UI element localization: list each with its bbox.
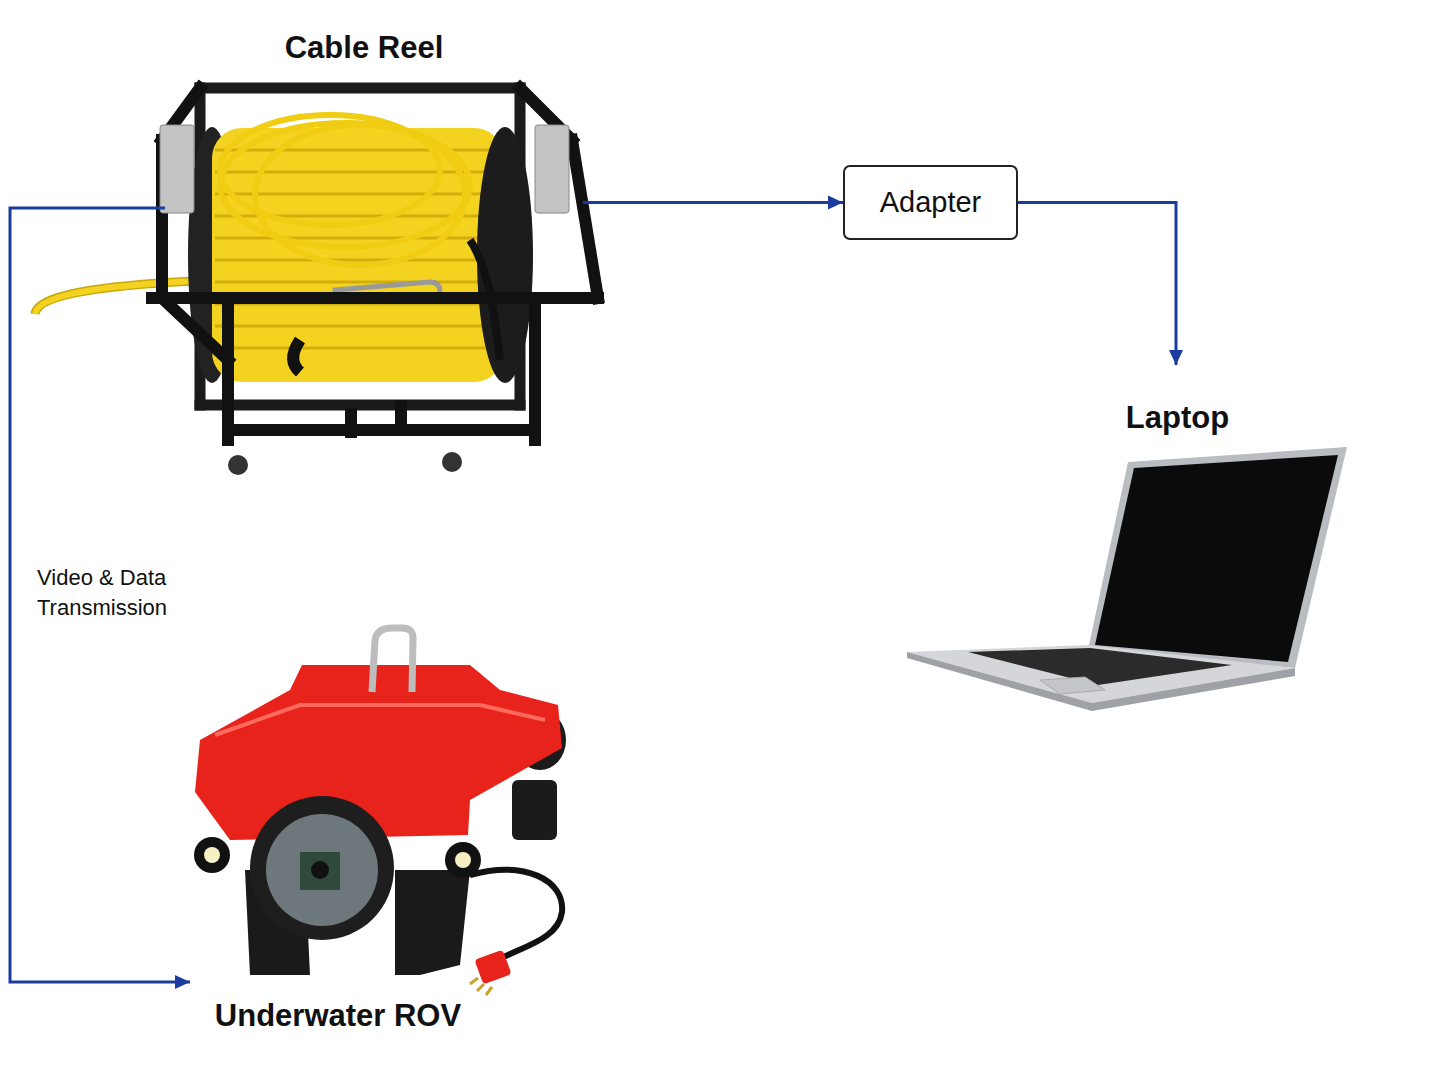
arrow-head — [175, 975, 190, 989]
coil-line — [215, 149, 500, 152]
frame-bar — [200, 400, 520, 411]
arrow-head — [1169, 350, 1183, 365]
bracket — [160, 125, 194, 213]
black-plug — [293, 340, 300, 372]
laptop-node: Laptop — [905, 365, 1350, 710]
rov-hull — [195, 665, 562, 840]
reel-frame-front — [152, 88, 598, 440]
camera-housing — [250, 796, 394, 940]
laptop-trackpad — [1040, 677, 1105, 694]
rov-light — [204, 847, 220, 863]
bracket — [535, 125, 569, 213]
laptop-lid — [1088, 447, 1347, 668]
adapter-box: Adapter — [843, 165, 1018, 240]
wheel — [228, 455, 248, 475]
coil-line — [215, 347, 500, 350]
loose-coils — [220, 115, 470, 265]
pin — [477, 984, 484, 991]
coil-line — [215, 281, 500, 284]
reel-frame-back — [200, 88, 520, 405]
frame-bar — [162, 298, 228, 360]
node-heading: Underwater ROV — [190, 998, 486, 1034]
reel-flange — [477, 127, 533, 383]
rov-handle — [372, 628, 413, 692]
frame-bar — [222, 298, 234, 440]
frame-bar — [200, 83, 520, 94]
loose-coil — [255, 125, 465, 265]
tether — [470, 870, 562, 962]
coil-line — [215, 325, 500, 328]
connector-pins — [470, 978, 492, 995]
connector-line — [10, 208, 190, 982]
frame-bar — [228, 424, 535, 436]
thruster — [512, 780, 557, 840]
rov-drawing — [194, 628, 566, 995]
connector — [583, 196, 843, 210]
crank-handle — [395, 400, 407, 430]
rov-skid — [395, 870, 470, 975]
laptop-drawing — [907, 447, 1347, 711]
cable-reel-drawing — [35, 88, 598, 475]
node-heading: Cable Reel — [155, 30, 573, 66]
arrow-head — [828, 196, 843, 210]
connector — [474, 950, 511, 985]
pin — [470, 978, 478, 984]
laptop-screen — [1095, 455, 1338, 662]
edge-label: Video & Data Transmission — [37, 563, 197, 622]
connector-line — [583, 201, 843, 204]
hull-highlight — [215, 705, 545, 735]
node-heading: Laptop — [955, 400, 1400, 436]
camera-dome — [266, 814, 378, 926]
cable-reel-node: Cable Reel — [165, 22, 583, 482]
box-label: Adapter — [880, 186, 982, 219]
connector — [1018, 203, 1183, 366]
coil-line — [215, 259, 500, 262]
pin — [486, 987, 492, 995]
laptop-keyboard — [968, 648, 1232, 685]
camera-board — [300, 852, 340, 890]
camera-lens — [311, 861, 329, 879]
frame-bar — [572, 140, 598, 298]
coil-line — [215, 237, 500, 240]
crank-handle — [345, 408, 357, 438]
connector — [10, 208, 190, 989]
rov-light — [194, 837, 230, 873]
rov-light — [455, 852, 471, 868]
connector-line — [1018, 203, 1176, 366]
frame-bar — [529, 298, 541, 440]
reel-spool — [212, 128, 504, 382]
wheel — [442, 452, 462, 472]
rov-node: Underwater ROV — [190, 620, 580, 1040]
